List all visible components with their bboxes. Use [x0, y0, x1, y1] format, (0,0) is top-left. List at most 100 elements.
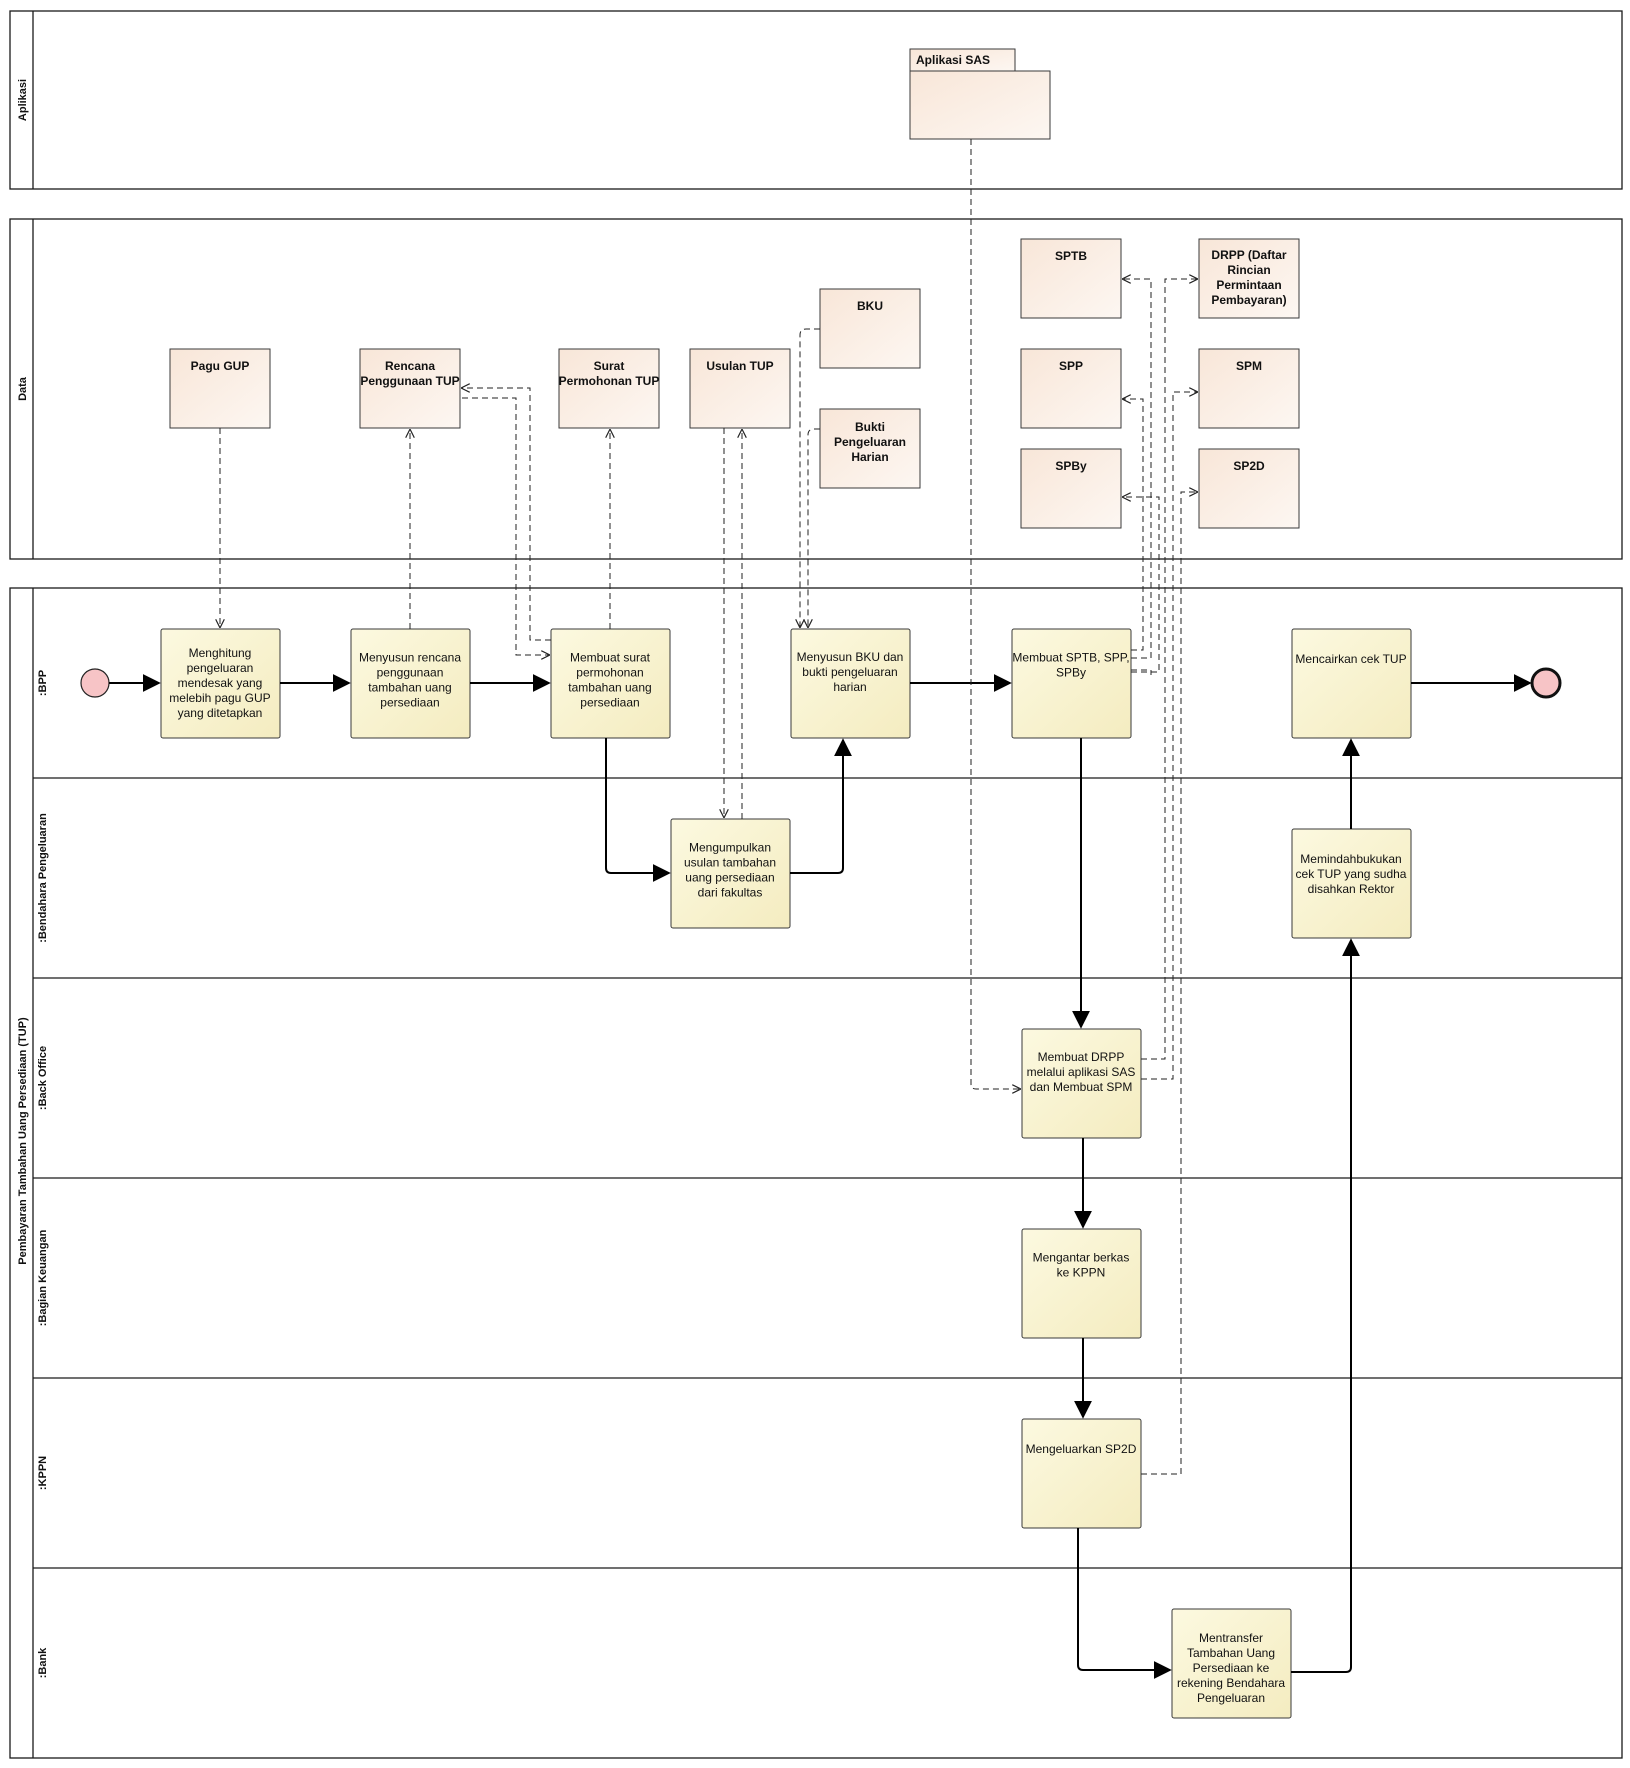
label-line: Harian [851, 450, 888, 464]
label-line: persediaan [580, 696, 639, 710]
label-line: DRPP (Daftar [1211, 248, 1286, 262]
sequence-flows [109, 674, 1532, 1679]
end-event[interactable] [1530, 667, 1562, 699]
data-object-label: SPBy [1055, 459, 1087, 473]
pool-data: Data [9, 218, 1623, 560]
assoc-sptb-act-to-spp[interactable] [1123, 399, 1144, 651]
label-line: Pembayaran) [1211, 293, 1286, 307]
activity-label: Mencairkan cek TUP [1295, 652, 1406, 666]
data-object-label: Usulan TUP [706, 359, 773, 373]
activity-label: Mengeluarkan SP2D [1026, 1442, 1137, 1456]
label-line: dan Membuat SPM [1030, 1080, 1133, 1094]
lane-label-bendahara: :Bendahara Pengeluaran [37, 813, 49, 943]
assoc-bku-to-menyusun-bku[interactable] [800, 328, 820, 627]
data-object-label: SPM [1236, 359, 1262, 373]
data-object-sptb[interactable]: SPTB [1020, 238, 1122, 319]
label-line: yang ditetapkan [178, 706, 263, 720]
data-object-usulan-tup[interactable]: Usulan TUP [689, 348, 791, 429]
assoc-sp2d-act-to-sp2d[interactable] [1141, 492, 1197, 1475]
pool-aplikasi: Aplikasi [9, 10, 1623, 190]
assoc-sptb-act-to-sptb[interactable] [1123, 279, 1152, 659]
flow-sp2d-to-mentransfer[interactable] [1077, 1528, 1172, 1679]
label-line: Tambahan Uang [1187, 1646, 1275, 1660]
label-line: rekening Bendahara [1177, 1676, 1285, 1690]
label-line: Pengeluaran [834, 435, 906, 449]
label-line: persediaan [380, 696, 439, 710]
data-object-spby[interactable]: SPBy [1020, 448, 1122, 529]
data-object-pagu-gup[interactable]: Pagu GUP [169, 348, 271, 429]
assoc-drpp-act-to-spm[interactable] [1141, 392, 1197, 1080]
lane-label-kppn: :KPPN [37, 1456, 49, 1490]
assoc-sas-to-drpp[interactable] [970, 139, 1020, 1089]
assoc-surat-to-rencana-a[interactable] [462, 388, 551, 641]
label-line: usulan tambahan [684, 856, 776, 870]
data-object-spp[interactable]: SPP [1020, 348, 1122, 429]
label-line: mendesak yang [178, 676, 263, 690]
label-line: BKU [857, 299, 883, 313]
label-line: pengeluaran [187, 661, 254, 675]
label-line: Mencairkan cek TUP [1295, 652, 1406, 666]
label-line: Usulan TUP [706, 359, 773, 373]
pool-label-aplikasi: Aplikasi [17, 79, 29, 121]
label-line: Mentransfer [1199, 1631, 1263, 1645]
assoc-sptb-act-branch [1131, 669, 1152, 675]
label-line: harian [833, 680, 866, 694]
label-line: SPBy [1055, 459, 1087, 473]
data-object-sp2d[interactable]: SP2D [1198, 448, 1300, 529]
label-line: Memindahbukukan [1300, 852, 1401, 866]
label-line: SPTB [1055, 249, 1087, 263]
label-line: Membuat SPTB, SPP, [1012, 651, 1129, 665]
label-line: Membuat surat [570, 651, 651, 665]
label-line: Permintaan [1216, 278, 1281, 292]
activity-label: Membuat SPTB, SPP,SPBy [1012, 651, 1129, 680]
flow-surat-to-mengumpulkan[interactable] [605, 738, 671, 882]
label-line: SPBy [1056, 666, 1086, 680]
label-line: Menyusun BKU dan [797, 650, 904, 664]
data-associations [220, 139, 1197, 1475]
label-line: Permohonan TUP [559, 374, 660, 388]
label-line: Pengeluaran [1197, 1691, 1265, 1705]
label-line: SP2D [1233, 459, 1265, 473]
flow-mengumpulkan-to-bku[interactable] [790, 738, 852, 874]
activity-mencairkan-cek-tup[interactable]: Mencairkan cek TUP [1291, 628, 1412, 739]
label-line: melebih pagu GUP [169, 691, 270, 705]
label-line: tambahan uang [568, 681, 651, 695]
package-aplikasi-sas[interactable]: Aplikasi SAS [909, 48, 1051, 140]
assoc-sptb-act-to-spby[interactable] [1123, 497, 1160, 673]
activity-mengeluarkan-sp2d[interactable]: Mengeluarkan SP2D [1021, 1418, 1142, 1529]
label-line: Mengantar berkas [1033, 1251, 1130, 1265]
assoc-bukti-to-menyusun-bku[interactable] [808, 428, 820, 627]
start-event[interactable] [80, 668, 110, 698]
pool-label-data: Data [17, 376, 29, 401]
flow-mentransfer-to-memindahbukukan[interactable] [1291, 938, 1360, 1673]
data-object-bku[interactable]: BKU [819, 288, 921, 369]
data-object-spm[interactable]: SPM [1198, 348, 1300, 429]
label-line: tambahan uang [368, 681, 451, 695]
label-line: Surat [594, 359, 625, 373]
assoc-drpp-act-to-drpp[interactable] [1141, 279, 1197, 1060]
assoc-rencana-to-surat[interactable] [462, 397, 549, 655]
activity-membuat-sptb-spp-spby[interactable]: Membuat SPTB, SPP,SPBy [1011, 628, 1132, 739]
